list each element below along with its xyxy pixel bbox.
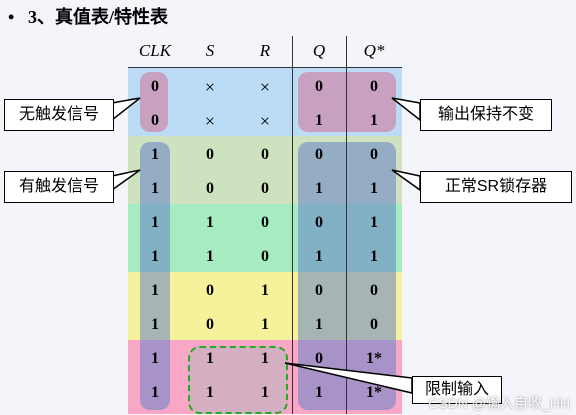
clk1-highlight <box>140 142 170 410</box>
cell-r3-c3: 1 <box>315 180 323 197</box>
cell-r7-c2: 1 <box>261 316 269 333</box>
cell-r4-c0: 1 <box>151 214 159 231</box>
cell-r6-c2: 1 <box>261 282 269 299</box>
cell-r6-c0: 1 <box>151 282 159 299</box>
header-r: R <box>259 41 271 60</box>
header-s: S <box>205 41 215 60</box>
cell-r8-c1: 1 <box>206 350 214 367</box>
cell-r7-c3: 1 <box>315 316 323 333</box>
cell-r2-c2: 0 <box>261 146 269 163</box>
section-title-text: 3、真值表/特性表 <box>28 7 169 27</box>
cell-r2-c3: 0 <box>315 146 323 163</box>
qnext-divider <box>346 36 347 414</box>
callout-normal-sr: 正常SR锁存器 <box>420 171 572 203</box>
cell-r4-c3: 0 <box>315 214 323 231</box>
cell-r0-c0: 0 <box>151 78 159 95</box>
callout-restrict: 限制输入 <box>412 376 502 404</box>
watermark: CSDN @输入自收_HH <box>428 395 570 411</box>
clk0-highlight <box>140 72 168 132</box>
cell-r7-c1: 0 <box>206 316 214 333</box>
cell-r4-c4: 1 <box>370 214 378 231</box>
cell-r4-c1: 1 <box>206 214 214 231</box>
cell-r0-c3: 0 <box>315 78 323 95</box>
callout-no-trigger: 无触发信号 <box>4 99 114 131</box>
cell-r5-c4: 1 <box>370 248 378 265</box>
callout-has-trigger: 有触发信号 <box>4 171 114 203</box>
cell-r9-c4: 1* <box>366 384 382 401</box>
cell-r7-c0: 1 <box>151 316 159 333</box>
cell-r0-c4: 0 <box>370 78 378 95</box>
cell-r5-c0: 1 <box>151 248 159 265</box>
cell-r9-c0: 1 <box>151 384 159 401</box>
cell-r5-c2: 0 <box>261 248 269 265</box>
cell-r3-c4: 1 <box>370 180 378 197</box>
restrict-highlight <box>188 346 288 414</box>
cell-r6-c4: 0 <box>370 282 378 299</box>
q-divider <box>292 36 293 414</box>
cell-r3-c2: 0 <box>261 180 269 197</box>
cell-r6-c1: 0 <box>206 282 214 299</box>
cell-r2-c1: 0 <box>206 146 214 163</box>
cell-r8-c4: 1* <box>366 350 382 367</box>
cell-r4-c2: 0 <box>261 214 269 231</box>
cell-r3-c1: 0 <box>206 180 214 197</box>
cell-r1-c4: 1 <box>370 112 378 129</box>
cell-r0-c2: × <box>259 77 271 97</box>
cell-r9-c1: 1 <box>206 384 214 401</box>
cell-r1-c2: × <box>259 111 271 131</box>
cell-r0-c1: × <box>204 77 216 97</box>
header-qnext: Q* <box>363 41 385 60</box>
callout-hold: 输出保持不变 <box>420 99 552 131</box>
cell-r1-c1: × <box>204 111 216 131</box>
header-rule <box>128 67 402 68</box>
section-title: • 3、真值表/特性表 <box>8 3 168 29</box>
normal-sr-highlight <box>298 142 396 410</box>
bullet: • <box>8 7 15 27</box>
truth-table: CLK S R Q Q* 0 × × 0 0 0 × × 1 1 1 0 0 0 0 1 0 0 1 1 1 1 0 0 1 1 1… <box>128 36 402 414</box>
cell-r7-c4: 0 <box>370 316 378 333</box>
cell-r8-c2: 1 <box>261 350 269 367</box>
cell-r2-c0: 1 <box>151 146 159 163</box>
cell-r8-c0: 1 <box>151 350 159 367</box>
cell-r9-c3: 1 <box>315 384 323 401</box>
header-clk: CLK <box>138 41 172 60</box>
cell-r5-c1: 1 <box>206 248 214 265</box>
cell-r1-c0: 0 <box>151 112 159 129</box>
header-q: Q <box>312 41 326 60</box>
cell-r6-c3: 0 <box>315 282 323 299</box>
cell-r8-c3: 0 <box>315 350 323 367</box>
cell-r9-c2: 1 <box>261 384 269 401</box>
cell-r3-c0: 1 <box>151 180 159 197</box>
hold-highlight <box>298 72 396 132</box>
cell-r5-c3: 1 <box>315 248 323 265</box>
cell-r1-c3: 1 <box>315 112 323 129</box>
cell-r2-c4: 0 <box>370 146 378 163</box>
